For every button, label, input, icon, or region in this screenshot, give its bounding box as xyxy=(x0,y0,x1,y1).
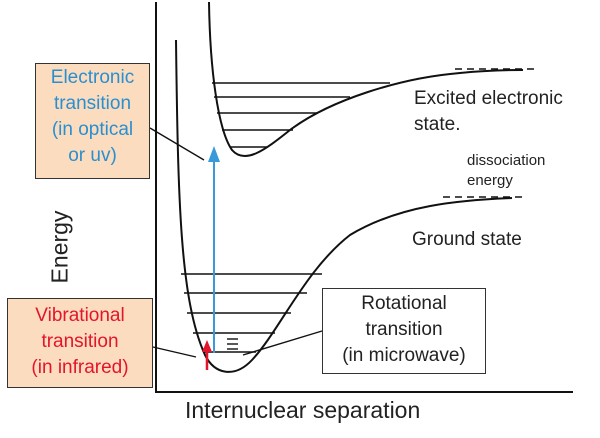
electronic-line: or uv) xyxy=(68,145,117,166)
rotational-line: (in microwave) xyxy=(342,345,466,366)
dissociation-energy-label: dissociation energy xyxy=(467,152,546,189)
ground-vibrational-levels xyxy=(181,273,322,353)
x-axis-label: Internuclear separation xyxy=(185,397,421,423)
vibrational-transition-arrow xyxy=(202,340,212,370)
y-axis-label: Energy xyxy=(46,210,73,284)
electronic-leader xyxy=(149,127,205,161)
rotational-line: transition xyxy=(365,319,443,340)
vibrational-line: Vibrational xyxy=(35,305,125,326)
rotational-levels xyxy=(227,338,238,350)
electronic-transition-box: Electronic transition (in optical or uv) xyxy=(35,63,150,179)
vibrational-line: transition xyxy=(41,331,119,352)
electronic-line: (in optical xyxy=(51,119,134,140)
vibrational-transition-box: Vibrational transition (in infrared) xyxy=(7,298,153,388)
rotational-line: Rotational xyxy=(361,293,447,314)
electronic-transition-arrow xyxy=(208,146,220,353)
vibrational-leader xyxy=(152,346,197,358)
excited-vibrational-levels xyxy=(212,82,390,148)
rotational-transition-box: Rotational transition (in microwave) xyxy=(322,288,486,374)
ground-state-curve xyxy=(175,39,513,373)
electronic-line: transition xyxy=(53,93,132,114)
ground-state-label: Ground state xyxy=(412,229,522,250)
rotational-leader xyxy=(242,330,323,356)
excited-state-label: Excited electronic state. xyxy=(414,88,563,135)
vibrational-line: (in infrared) xyxy=(31,357,129,378)
electronic-line: Electronic xyxy=(50,67,135,88)
